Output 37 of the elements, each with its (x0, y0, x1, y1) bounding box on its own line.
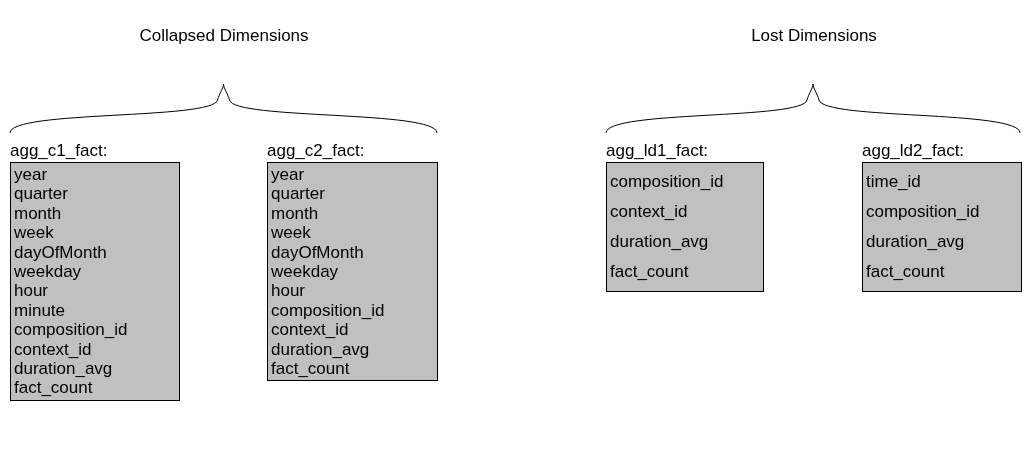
field-name: hour (271, 281, 307, 301)
field-name: week (271, 223, 312, 243)
field-name: duration_avg (14, 359, 114, 379)
field-name: context_id (14, 339, 93, 360)
field-name: dayOfMonth (14, 242, 108, 263)
table-name: agg_c1_fact: (10, 140, 109, 162)
field-name: fact_count (610, 261, 690, 283)
field-name: duration_avg (866, 231, 966, 253)
field-name: minute (14, 300, 67, 321)
field-name: composition_id (610, 171, 725, 193)
field-name: quarter (271, 184, 326, 204)
field-name: time_id (866, 171, 922, 193)
group-heading: Collapsed Dimensions (139, 26, 309, 46)
table-name: agg_c2_fact: (267, 140, 366, 162)
field-name: year (271, 165, 306, 185)
field-name: context_id (271, 320, 350, 340)
field-name: fact_count (14, 378, 94, 398)
group-heading: Lost Dimensions (751, 26, 877, 46)
table-name: agg_ld1_fact: (606, 140, 710, 162)
field-name: hour (14, 281, 50, 301)
field-name: dayOfMonth (271, 242, 365, 263)
field-name: weekday (271, 262, 340, 282)
field-name: year (14, 165, 49, 185)
field-name: fact_count (866, 261, 946, 283)
field-name: weekday (14, 262, 83, 282)
field-name: quarter (14, 184, 69, 204)
field-name: composition_id (866, 201, 981, 223)
field-name: context_id (610, 201, 689, 223)
field-name: duration_avg (610, 231, 710, 253)
field-name: month (14, 203, 63, 224)
field-name: composition_id (14, 320, 129, 340)
field-name: composition_id (271, 300, 386, 321)
field-name: month (271, 203, 320, 224)
field-name: duration_avg (271, 339, 371, 360)
field-name: week (14, 223, 55, 243)
field-name: fact_count (271, 359, 351, 379)
table-name: agg_ld2_fact: (862, 140, 966, 162)
